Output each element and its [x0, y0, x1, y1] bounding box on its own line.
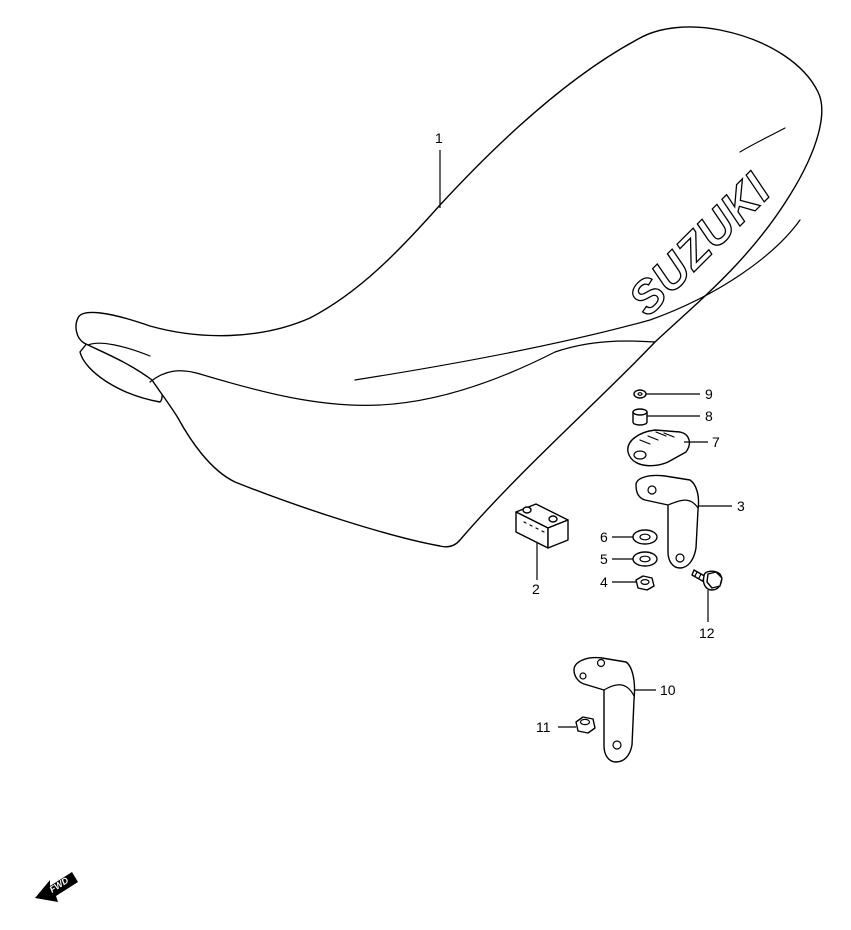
fwd-arrow-icon [35, 872, 78, 902]
seat-assembly[interactable]: SUZUKI [75, 26, 823, 548]
callout-7: 7 [712, 434, 720, 450]
callout-6: 6 [600, 529, 608, 545]
lower-bracket-hole-lower [612, 740, 622, 750]
washer-5-outer [632, 551, 658, 567]
collar[interactable] [632, 408, 648, 426]
callout-10: 10 [660, 682, 676, 698]
seat-bracket-hole-upper [647, 485, 657, 495]
bolt-head [706, 571, 723, 589]
nut-11[interactable] [575, 716, 596, 734]
callout-3: 3 [737, 498, 745, 514]
washer-6[interactable] [632, 529, 658, 545]
seat-bracket[interactable] [635, 474, 700, 569]
callout-2: 2 [532, 581, 540, 597]
cushion-block[interactable] [515, 503, 569, 549]
callout-9: 9 [705, 386, 713, 402]
seat-cover-edge [149, 340, 656, 406]
cushion-rubber[interactable] [627, 429, 691, 467]
seat-stitch-line [354, 219, 801, 381]
nut-4-body [635, 575, 655, 591]
cushion-block-side [547, 519, 569, 549]
seat-bracket-hole-lower [675, 553, 685, 563]
lower-bracket-hole-side [579, 672, 587, 680]
seat-top-crease [87, 342, 151, 357]
callout-11: 11 [536, 719, 551, 735]
collar-top [632, 408, 648, 416]
lower-bracket-hole-upper [596, 658, 606, 668]
callout-4: 4 [600, 574, 608, 590]
lower-bracket-fold [603, 684, 635, 697]
seat-rear-stitch [739, 127, 786, 153]
nut-9-body [633, 389, 647, 399]
washer-5-inner [639, 555, 651, 563]
seat-bracket-fold [667, 499, 699, 509]
cushion-rubber-ribs [639, 431, 675, 445]
nut-11-hole [579, 718, 591, 726]
bolt[interactable] [691, 569, 723, 591]
callout-1: 1 [435, 130, 443, 146]
nut-9[interactable] [633, 389, 647, 399]
seat-body [75, 26, 823, 548]
washer-5[interactable] [632, 551, 658, 567]
lower-bracket-body [573, 656, 636, 763]
callout-12: 12 [699, 625, 715, 641]
callout-8: 8 [705, 408, 713, 424]
cushion-block-holes [523, 521, 545, 533]
washer-6-outer [632, 529, 658, 545]
forward-direction-arrow: FWD [35, 872, 78, 902]
cushion-block-peg-left [522, 506, 532, 514]
callout-5: 5 [600, 551, 608, 567]
seat-bracket-body [635, 474, 700, 569]
cushion-rubber-hole [633, 450, 647, 460]
cushion-rubber-body [627, 429, 691, 467]
nut-4-hole [640, 578, 650, 585]
nut-9-hole [637, 392, 643, 396]
cushion-block-peg-right [548, 515, 558, 523]
washer-6-inner [639, 533, 651, 541]
lower-bracket[interactable] [573, 656, 636, 763]
nut-4[interactable] [635, 575, 655, 591]
